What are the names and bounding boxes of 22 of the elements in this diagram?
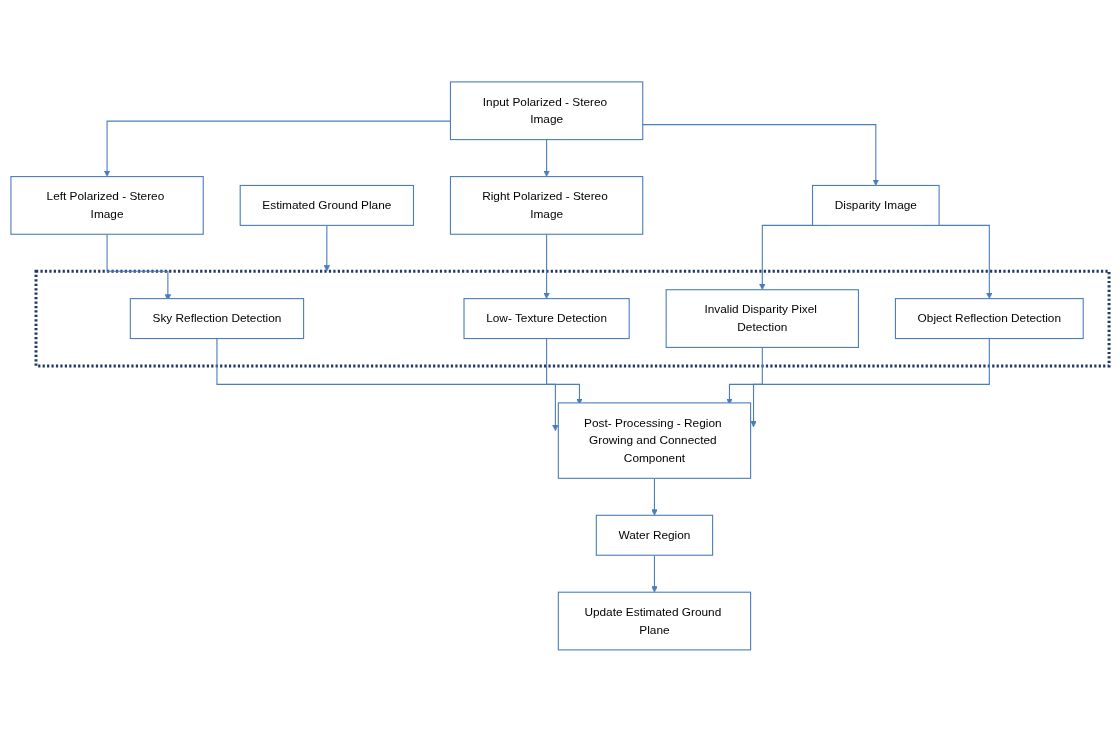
node-box: Object Reflection Detection	[894, 297, 1084, 339]
node-box: Input Polarized - Stereo Image	[449, 80, 644, 140]
arrow	[216, 337, 559, 431]
node-box: Sky Reflection Detection	[129, 297, 305, 339]
node-box: Update Estimated Ground Plane	[557, 591, 752, 651]
node-box: Post- Processing - Region Growing and Connected Component	[557, 401, 752, 479]
node-box: Low- Texture Detection	[463, 297, 630, 339]
arrow	[323, 224, 331, 272]
arrow	[103, 120, 451, 177]
node-box: Right Polarized - Stereo Image	[449, 175, 644, 235]
arrow	[651, 477, 658, 516]
node-box: Water Region	[595, 514, 714, 556]
arrow	[642, 123, 880, 186]
arrow	[543, 233, 550, 299]
arrow	[750, 337, 990, 427]
cluster	[34, 269, 1111, 367]
node-box: Disparity Image	[811, 184, 940, 226]
node-box: Left Polarized - Stereo Image	[10, 175, 204, 235]
node-box: Estimated Ground Plane	[239, 184, 415, 226]
arrow	[543, 138, 550, 177]
arrow	[651, 554, 658, 593]
node-box: Invalid Disparity Pixel Detection	[665, 288, 859, 348]
